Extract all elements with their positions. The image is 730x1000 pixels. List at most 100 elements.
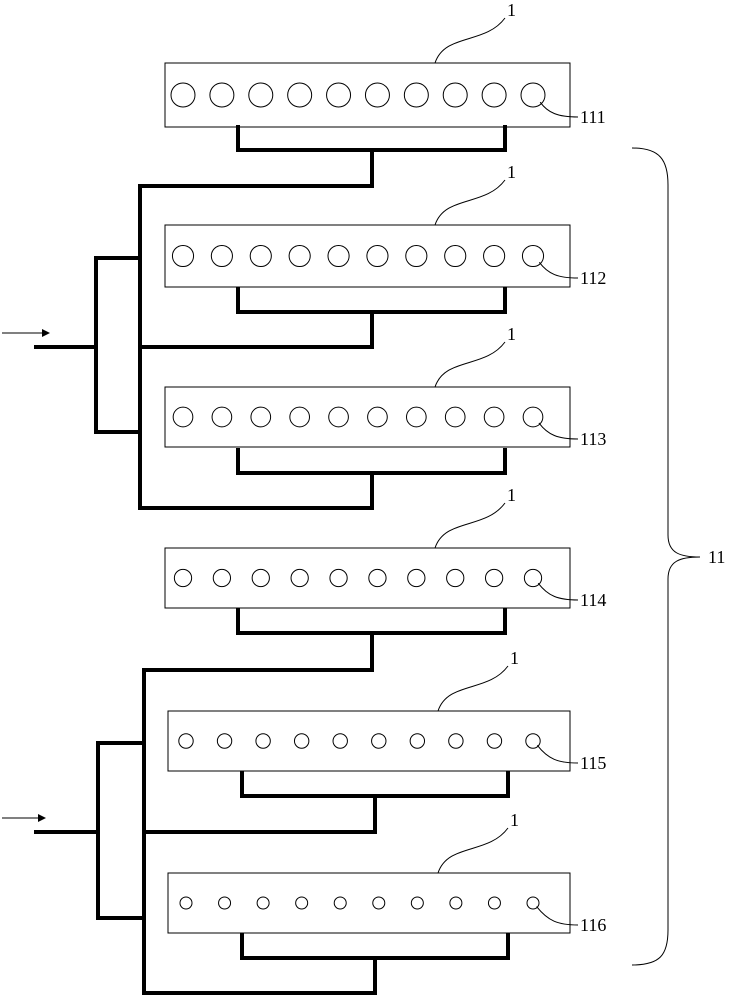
hole <box>252 569 269 586</box>
collector-bracket-6 <box>242 935 508 958</box>
hole <box>288 83 312 107</box>
header-upper-loop <box>96 258 140 432</box>
hole <box>367 245 388 266</box>
hole <box>289 245 310 266</box>
hole <box>372 734 386 748</box>
hole <box>249 83 273 107</box>
id-leader <box>537 745 578 763</box>
collector-bracket-4 <box>238 610 505 633</box>
inlet-arrow-top <box>2 329 50 337</box>
hole <box>328 245 349 266</box>
hole <box>180 897 192 909</box>
collector-bracket-3 <box>238 450 505 473</box>
hole <box>411 897 423 909</box>
hole <box>257 897 269 909</box>
hole <box>219 897 231 909</box>
plate-id-label: 113 <box>580 429 606 449</box>
plate-id-label: 112 <box>580 268 606 288</box>
hole <box>450 897 462 909</box>
hole <box>327 83 351 107</box>
hole <box>213 569 230 586</box>
plate-body <box>165 63 570 127</box>
plate-body <box>165 225 570 287</box>
plate-id-label: 115 <box>580 753 606 773</box>
hole <box>210 83 234 107</box>
hole <box>445 245 466 266</box>
plate-body <box>168 711 570 771</box>
hole <box>447 569 464 586</box>
hole <box>173 407 193 427</box>
hole <box>296 897 308 909</box>
hole <box>484 245 505 266</box>
hole <box>290 407 310 427</box>
hole <box>482 83 506 107</box>
hole <box>333 734 347 748</box>
hole <box>449 734 463 748</box>
hole <box>291 569 308 586</box>
hole <box>330 569 347 586</box>
id-leader <box>539 423 578 439</box>
hole <box>445 407 465 427</box>
tube-leader <box>435 180 505 225</box>
hole <box>211 245 232 266</box>
hole <box>217 734 231 748</box>
hole <box>410 734 424 748</box>
id-leader <box>539 262 578 278</box>
hole <box>443 83 467 107</box>
id-leader <box>538 583 578 600</box>
hole <box>487 734 501 748</box>
hole <box>174 569 191 586</box>
plate-body <box>168 873 570 933</box>
hole <box>365 83 389 107</box>
plate-112: 1 112 <box>165 162 606 288</box>
plate-115: 1 115 <box>168 648 606 773</box>
tube-label: 1 <box>507 162 516 182</box>
tube-leader <box>435 18 505 63</box>
plate-116: 1 116 <box>168 810 606 935</box>
hole <box>329 407 349 427</box>
header-lower-loop <box>98 743 144 918</box>
tube-label: 1 <box>507 0 516 20</box>
plate-id-label: 116 <box>580 915 606 935</box>
plate-113: 1 113 <box>165 324 606 449</box>
hole <box>373 897 385 909</box>
plate-id-label: 111 <box>580 107 606 127</box>
hole <box>488 897 500 909</box>
group-label-11: 11 <box>708 547 725 567</box>
tube-label: 1 <box>510 810 519 830</box>
collector-bracket-5 <box>242 773 508 796</box>
hole <box>408 569 425 586</box>
hole <box>171 83 195 107</box>
group-brace <box>632 148 700 965</box>
inlet-arrow-bottom <box>2 814 46 822</box>
hole <box>250 245 271 266</box>
hole <box>334 897 346 909</box>
id-leader <box>537 907 578 925</box>
hole <box>485 569 502 586</box>
pipe-network <box>36 127 508 993</box>
collector-bracket-2 <box>238 289 505 312</box>
tube-leader <box>438 666 508 711</box>
plate-id-label: 114 <box>580 590 606 610</box>
hole <box>212 407 232 427</box>
hole <box>368 407 388 427</box>
plate-111: 1111 <box>165 0 606 127</box>
hole <box>404 83 428 107</box>
tube-leader <box>435 342 505 387</box>
collector-bracket-1 <box>238 127 505 150</box>
tube-leader <box>435 503 505 548</box>
tube-label: 1 <box>507 324 516 344</box>
hole <box>294 734 308 748</box>
hole <box>369 569 386 586</box>
tube-label: 1 <box>507 485 516 505</box>
hole <box>406 407 426 427</box>
hole <box>484 407 504 427</box>
id-leader <box>540 102 578 117</box>
hole <box>406 245 427 266</box>
hole <box>179 734 193 748</box>
hole <box>251 407 271 427</box>
plate-114: 1 114 <box>165 485 606 610</box>
tube-label: 1 <box>510 648 519 668</box>
plate-body <box>165 548 570 608</box>
